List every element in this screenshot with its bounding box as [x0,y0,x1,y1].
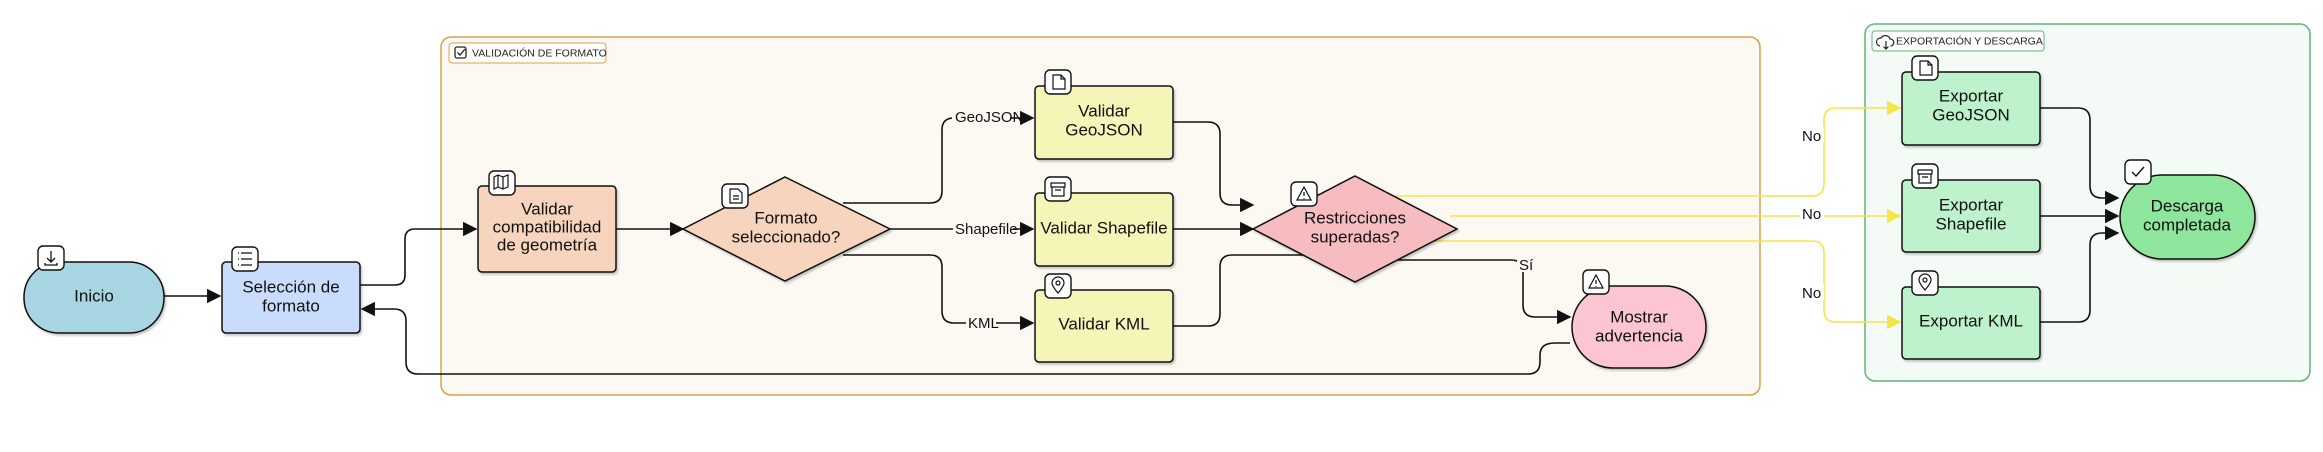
edge-warning-select [360,301,1570,375]
file-text-icon [721,183,749,209]
warning-icon [1582,269,1610,295]
check-icon [2124,159,2152,185]
node-done-line1: Descarga [2151,196,2224,215]
edge-exp-kml-done [2040,225,2120,323]
node-restrictions-decision[interactable]: Restricciones superadas? [1251,175,1459,283]
edge-label-si: Sí [1519,257,1534,274]
download-icon [37,245,65,271]
file-icon [1044,69,1072,95]
node-restrictions-line1: Restricciones [1304,208,1406,227]
archive-icon [1911,163,1939,189]
node-download-complete[interactable]: Descarga completada [2119,159,2256,260]
node-show-warning[interactable]: Mostrar advertencia [1571,269,1707,369]
node-warning-line2: advertencia [1595,326,1683,345]
edges [164,107,2120,375]
cloud-download-icon [1875,35,1895,50]
edges-no [1393,100,1902,330]
node-export-shapefile-line1: Exportar [1939,195,2004,214]
node-start-label: Inicio [74,286,114,305]
node-validate-geom-line2: compatibilidad [493,217,602,236]
edge-exp-geojson-done [2040,107,2120,206]
group-label-export: EXPORTACIÓN Y DESCARGA [1896,34,2043,47]
map-pin-icon [1044,273,1072,299]
node-export-kml[interactable]: Exportar KML [1901,270,2041,360]
node-format-decision[interactable]: Formato seleccionado? [681,176,892,282]
node-validate-geojson[interactable]: Validar GeoJSON [1034,69,1174,160]
archive-icon [1044,176,1072,202]
node-export-geojson-line1: Exportar [1939,86,2004,105]
list-icon [231,246,259,272]
edge-geojson-restr [1173,121,1255,213]
file-icon [1911,55,1939,81]
node-validate-geojson-line1: Validar [1078,101,1130,120]
node-export-geojson-line2: GeoJSON [1932,105,2009,124]
node-validate-geom-line3: de geometría [497,235,598,254]
node-validate-shapefile[interactable]: Validar Shapefile [1034,176,1174,267]
group-label-validation: VALIDACIÓN DE FORMATO [472,46,607,59]
edge-decision-geojson [843,110,1035,204]
node-validate-shapefile-label: Validar Shapefile [1040,218,1167,237]
node-validate-kml[interactable]: Validar KML [1034,273,1174,363]
node-warning-line1: Mostrar [1610,307,1668,326]
edge-select-validate [360,221,478,286]
map-icon [488,170,516,196]
edge-decision-kml [843,254,1035,331]
node-validate-geom-line1: Validar [521,199,573,218]
node-validate-kml-label: Validar KML [1058,314,1149,333]
node-select-line2: formato [262,296,320,315]
node-start[interactable]: Inicio [23,245,165,334]
node-decision-line1: Formato [754,208,817,227]
edge-kml-restr [1173,247,1332,327]
edge-label-no-2: No [1802,206,1821,223]
edge-label-no-3: No [1802,285,1821,302]
node-select-format[interactable]: Selección de formato [221,246,361,334]
node-export-shapefile-line2: Shapefile [1936,214,2007,233]
edge-restr-export-geojson [1393,100,1902,197]
edge-label-no-1: No [1802,128,1821,145]
node-validate-geojson-line2: GeoJSON [1065,120,1142,139]
edge-restr-warning [1397,259,1572,325]
node-decision-line2: seleccionado? [732,227,841,246]
edge-label-geojson: GeoJSON [955,109,1023,126]
edge-restr-export-kml [1412,240,1902,330]
node-restrictions-line2: superadas? [1311,227,1400,246]
checkbox-icon [454,46,467,59]
map-pin-icon [1911,270,1939,296]
node-export-kml-label: Exportar KML [1919,311,2023,330]
node-select-line1: Selección de [242,277,339,296]
edge-labels: GeoJSON Shapefile KML Sí No No No [952,108,1824,332]
node-done-line2: completada [2143,215,2231,234]
edge-label-shapefile: Shapefile [955,221,1018,238]
warning-icon [1290,181,1318,207]
edge-label-kml: KML [968,315,999,332]
node-export-geojson[interactable]: Exportar GeoJSON [1901,55,2041,146]
node-validate-geometry[interactable]: Validar compatibilidad de geometría [477,170,617,273]
node-export-shapefile[interactable]: Exportar Shapefile [1901,163,2041,253]
